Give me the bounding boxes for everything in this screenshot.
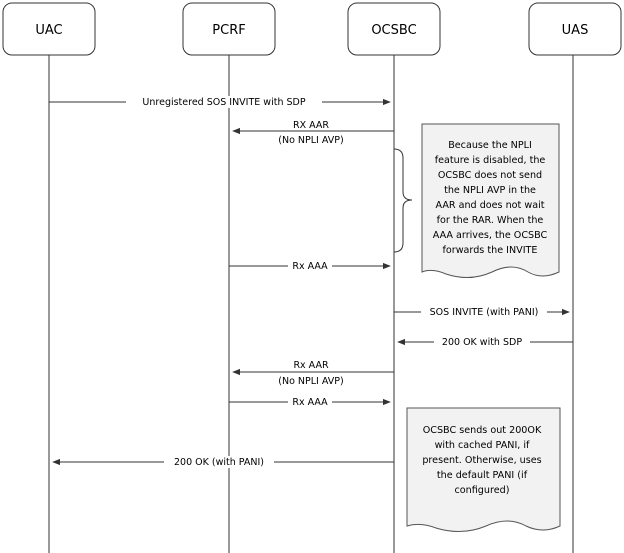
note-line: configured)	[455, 485, 510, 496]
note-line: with cached PANI, if	[435, 440, 530, 451]
note-line: forwards the INVITE	[443, 245, 538, 256]
note-line: the default PANI (if	[437, 470, 528, 481]
cached-pani-note: OCSBC sends out 200OK with cached PANI, …	[406, 407, 561, 532]
message-label: Rx AAA	[292, 397, 328, 408]
message-sos-invite: Unregistered SOS INVITE with SDP	[49, 96, 391, 108]
npli-disabled-note: Because the NPLI feature is disabled, th…	[421, 123, 560, 278]
message-label-sub: (No NPLI AVP)	[278, 135, 343, 146]
message-rx-aaa-1: Rx AAA	[229, 260, 391, 272]
uas-entity: UAS	[528, 2, 622, 56]
note-line: AAR and does not wait	[435, 200, 544, 211]
message-label: Unregistered SOS INVITE with SDP	[142, 97, 305, 108]
message-label: 200 OK with SDP	[442, 337, 522, 348]
message-200-ok-pani: 200 OK (with PANI)	[52, 456, 394, 468]
uas-label: UAS	[562, 23, 589, 38]
pcrf-label: PCRF	[212, 23, 245, 38]
message-label: SOS INVITE (with PANI)	[430, 307, 539, 318]
ocsbc-label: OCSBC	[371, 23, 416, 38]
note-brace	[393, 148, 413, 253]
pcrf-entity: PCRF	[182, 2, 276, 56]
note-line: the NPLI AVP in the	[444, 185, 536, 196]
note-line: for the RAR. When the	[437, 215, 544, 226]
note-line: OCSBC sends out 200OK	[423, 425, 542, 436]
note-line: AAA arrives, the OCSBC	[433, 230, 548, 241]
message-label: Rx AAA	[292, 261, 328, 272]
note-line: OCSBC does not send	[438, 170, 542, 181]
message-sos-invite-pani: SOS INVITE (with PANI)	[394, 306, 570, 318]
message-label-sub: (No NPLI AVP)	[278, 376, 343, 387]
note-line: present. Otherwise, uses	[422, 455, 541, 466]
message-label: RX AAR	[293, 120, 329, 131]
message-200-ok-sdp: 200 OK with SDP	[397, 336, 573, 348]
message-label: 200 OK (with PANI)	[174, 457, 264, 468]
note-line: feature is disabled, the	[435, 155, 546, 166]
message-rx-aaa-2: Rx AAA	[229, 396, 391, 408]
message-label: Rx AAR	[293, 360, 329, 371]
ocsbc-entity: OCSBC	[347, 2, 441, 56]
note-line: Because the NPLI	[448, 140, 532, 151]
uac-label: UAC	[35, 23, 62, 38]
message-rx-aar-2: Rx AAR (No NPLI AVP)	[232, 358, 394, 387]
message-rx-aar-1: RX AAR (No NPLI AVP)	[232, 118, 394, 146]
uac-entity: UAC	[2, 2, 96, 56]
